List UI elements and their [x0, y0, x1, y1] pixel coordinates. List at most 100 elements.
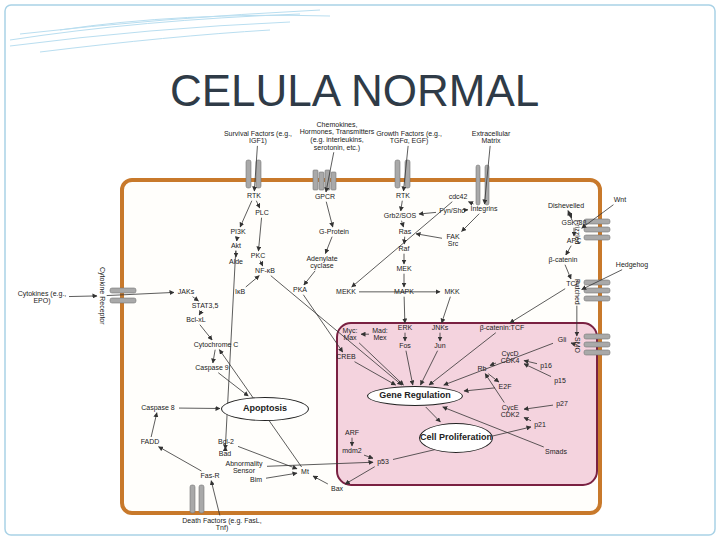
protein-label: Mt [298, 468, 312, 476]
node-text: APC [564, 237, 584, 245]
protein-label: Myc: Max [340, 327, 360, 342]
node-text: ARF [343, 429, 361, 437]
node-text: Jun [431, 342, 449, 350]
signal-arrow [524, 361, 537, 364]
node-text: p27 [554, 400, 570, 408]
protein-label: ARF [343, 429, 361, 437]
protein-label: β-catenin [544, 256, 582, 264]
protein-label: CREB [334, 353, 358, 361]
protein-label: Integrins [466, 205, 502, 213]
signal-arrow [404, 254, 405, 264]
signal-arrow [462, 214, 480, 232]
node-text: PLC [252, 209, 272, 217]
node-text: Bax [328, 485, 346, 493]
signal-arrow [304, 271, 315, 285]
signal-arrow [303, 295, 342, 352]
protein-label: STAT3,5 [189, 302, 221, 310]
node-text: MEK [394, 265, 414, 273]
signal-arrow [246, 276, 259, 287]
signal-arrow [352, 438, 353, 446]
nucleus [337, 323, 597, 485]
node-text: MAPK [392, 288, 416, 296]
node-text: MEKK [334, 288, 358, 296]
node-text: Mt [298, 468, 312, 476]
protein-label: p27 [554, 400, 570, 408]
node-text: GSK-3β [559, 219, 589, 227]
protein-label: APC [564, 237, 584, 245]
signal-arrow [326, 152, 334, 192]
protein-label: p21 [532, 421, 548, 429]
node-text: β-catenin [544, 256, 582, 264]
node-text: Apoptosis [243, 404, 287, 414]
node-text: Bcl-2 [215, 438, 237, 446]
node-text: Gli [554, 336, 570, 344]
signal-arrow [444, 343, 553, 385]
node-text: Fos [396, 342, 414, 350]
node-text: PI3K [227, 228, 249, 236]
signal-arrow [211, 481, 220, 516]
node-text: Caspase 9 [192, 364, 232, 372]
node-text: Integrins [466, 205, 502, 213]
protein-label: Death Factors (e.g. FasL, Tnf) [182, 517, 262, 532]
signal-arrow [69, 295, 97, 297]
protein-label: Extracellular Matrix [466, 130, 516, 145]
protein-label: Chemokines, Hormones, Transmitters (e.g.… [299, 121, 375, 152]
signal-arrow [442, 297, 451, 323]
signal-arrow [429, 333, 496, 385]
protein-label: RTK [242, 192, 266, 200]
node-text: Hedgehog [610, 261, 654, 269]
signal-arrow [352, 202, 453, 287]
node-text: Fas-R [199, 472, 221, 480]
node-text: Abnormality Sensor [222, 460, 266, 475]
protein-label: Gli [554, 336, 570, 344]
signal-arrow [345, 467, 374, 484]
protein-label: Hedgehog [610, 261, 654, 269]
node-text: p21 [532, 421, 548, 429]
signal-arrow [225, 251, 235, 449]
protein-label: Cytochrome C [191, 341, 241, 349]
node-text: JNKs [429, 324, 451, 332]
protein-label: Smads [543, 448, 569, 456]
slide-border [5, 5, 715, 535]
protein-label: PI3K [227, 228, 249, 236]
receptor-symbols [110, 160, 610, 513]
process-oval: Gene Regulation [367, 386, 463, 406]
signal-arrow [568, 211, 571, 218]
protein-label: JAKs [175, 288, 197, 296]
signal-arrow [405, 333, 406, 341]
signal-arrow [524, 418, 531, 421]
signal-arrow [107, 292, 174, 295]
protein-label: FADD [138, 438, 162, 446]
node-text: Akt [227, 242, 245, 250]
node-text: STAT3,5 [189, 302, 221, 310]
node-text: IκB [232, 288, 248, 296]
signal-arrow [256, 201, 259, 208]
signal-arrow [193, 297, 199, 301]
node-text: Chemokines, Hormones, Transmitters (e.g.… [299, 121, 375, 152]
node-text: Grb2/SOS [382, 212, 418, 220]
signal-arrow [199, 311, 202, 315]
protein-label: Dishevelled [544, 202, 588, 210]
node-text: MKK [441, 288, 463, 296]
signal-arrow [404, 297, 406, 323]
signal-arrow [484, 146, 490, 204]
protein-label: NF-κB [251, 267, 279, 275]
node-text: E2F [496, 383, 514, 391]
signal-arrow [179, 408, 220, 409]
signal-arrow [213, 350, 215, 363]
signal-arrow [566, 246, 571, 255]
signal-arrow [464, 388, 495, 391]
node-text: FAK Src [443, 233, 463, 248]
node-text: CycD CDK4 [497, 350, 523, 365]
node-text: Cytokine Receptor [98, 267, 106, 325]
protein-label: Alde [227, 258, 245, 266]
protein-label: Rb [475, 365, 489, 373]
signal-arrow [426, 407, 441, 422]
node-text: RTK [391, 192, 415, 200]
protein-label: Cytokine Receptor [98, 267, 106, 325]
process-oval: Cell Proliferation [419, 423, 493, 453]
node-text: Bcl-xL [182, 316, 210, 324]
node-text: TCF [563, 280, 583, 288]
protein-label: Adenylate cyclase [301, 255, 343, 270]
protein-label: MEKK [334, 288, 358, 296]
